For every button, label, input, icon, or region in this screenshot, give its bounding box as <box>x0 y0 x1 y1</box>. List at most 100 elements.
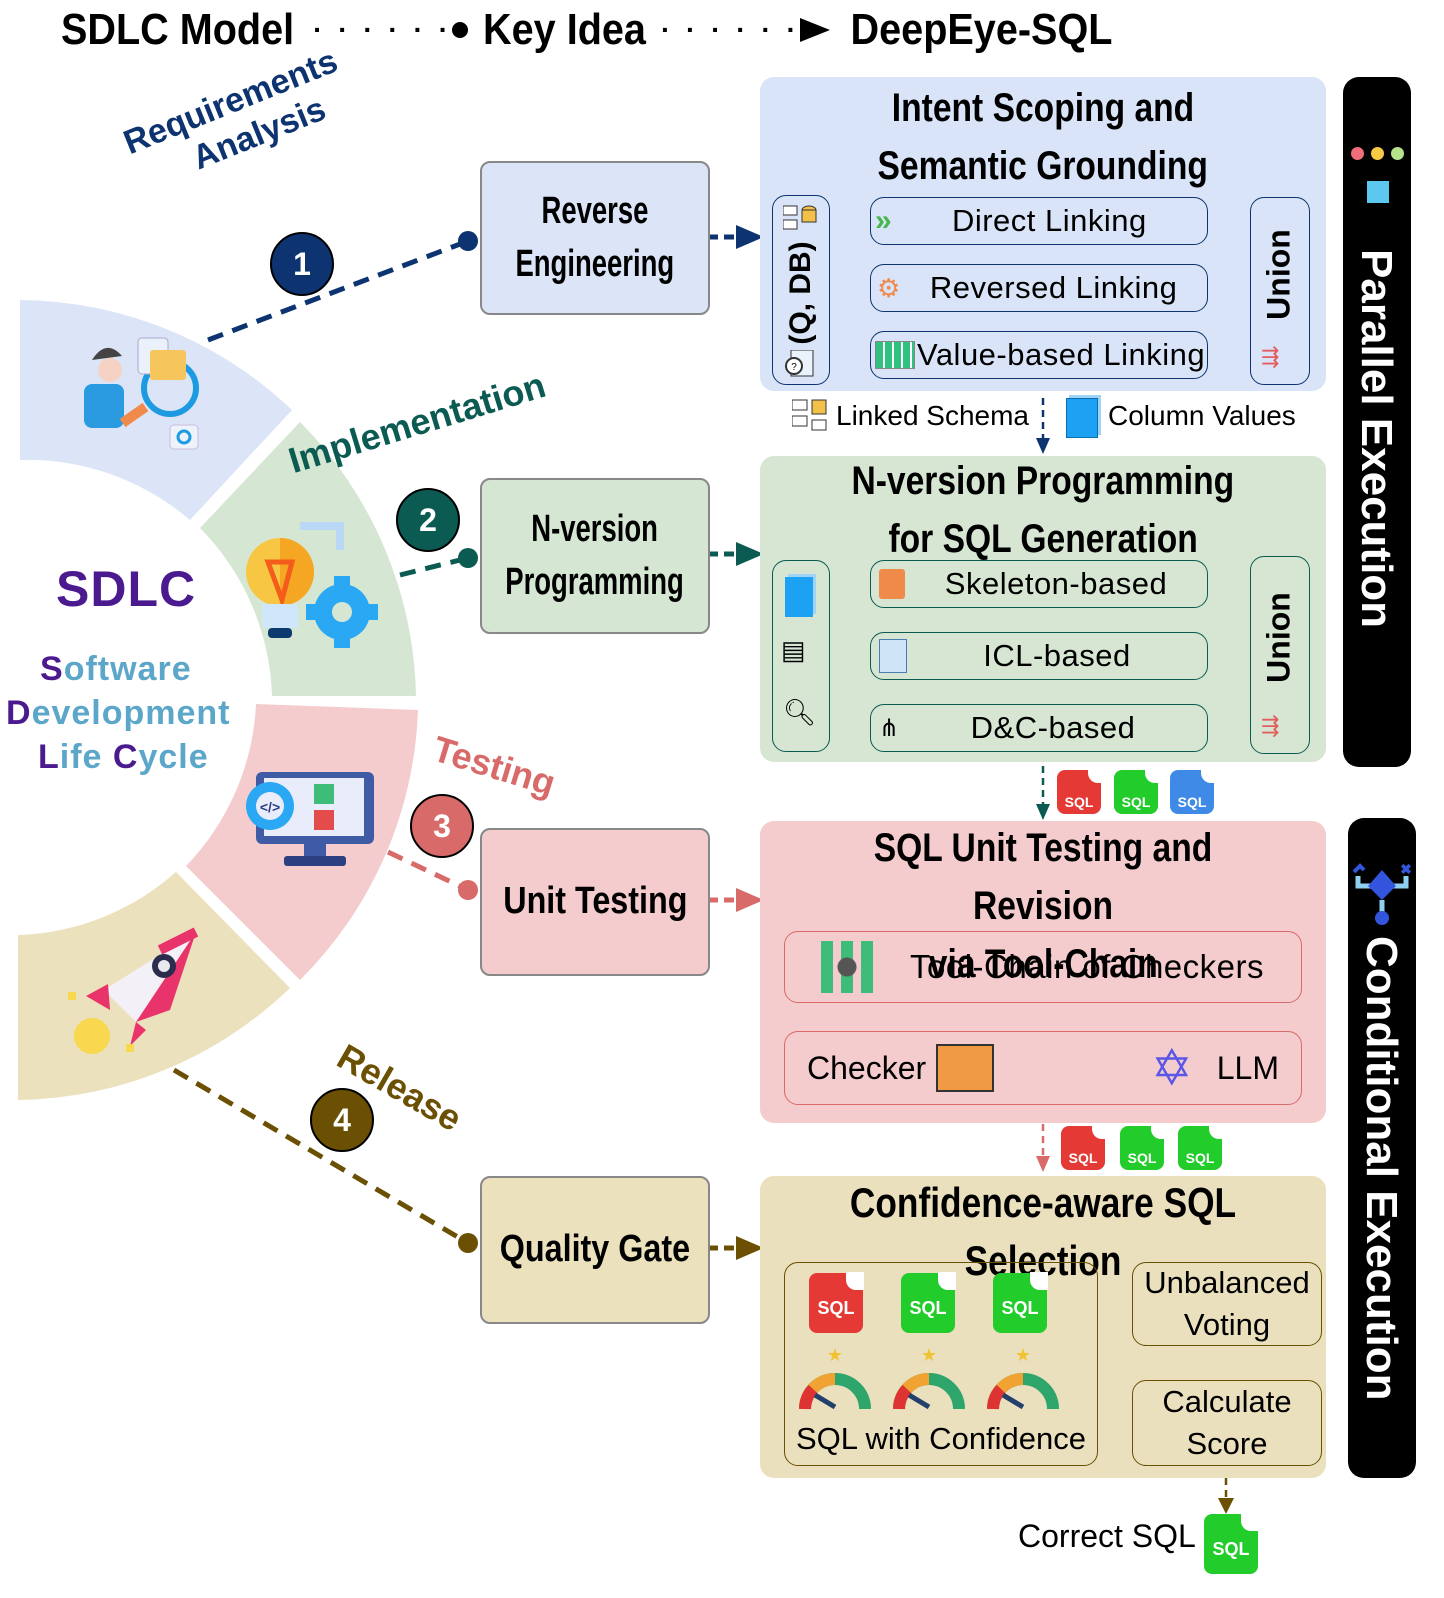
sql-with-confidence-label: SQL with Confidence <box>795 1421 1087 1456</box>
dotted-connector-circle: · · · · · · <box>313 14 468 46</box>
window-dot-yellow-icon <box>1371 147 1384 160</box>
svg-text:★: ★ <box>921 1345 937 1365</box>
union-box-intent: Union ⇶ <box>1250 197 1310 385</box>
sql-candidate-icon: SQL <box>1114 769 1159 814</box>
connector-stage-2 <box>399 555 469 578</box>
llm-label: LLM <box>1216 1049 1279 1086</box>
sql-revised-icon: SQL <box>1061 1125 1106 1170</box>
sql-candidate-icon: SQL <box>1057 769 1102 814</box>
llm-logo-icon: ✡ <box>1150 1040 1193 1096</box>
header-deepeye-sql: DeepEye-SQL <box>850 5 1113 54</box>
sql-candidate-icon: SQL <box>901 1272 956 1333</box>
arrow-head-2 <box>736 542 764 566</box>
merge-icon: ⇶ <box>1261 344 1280 369</box>
column-values-icon <box>785 577 813 617</box>
arrow-head-4 <box>736 1236 764 1260</box>
svg-text:✖: ✖ <box>1400 861 1412 877</box>
table-grid-icon <box>875 341 915 369</box>
lightbulb-gear-icon <box>246 522 378 648</box>
input-context-box: ▤ 🔍︎ <box>772 560 830 752</box>
question-document-icon: ? <box>785 349 815 378</box>
connector-end-4 <box>458 1233 478 1253</box>
parallel-execution-label: Parallel Execution <box>1352 249 1401 629</box>
sdlc-line-software: Software <box>40 650 192 688</box>
question-document-icon: 🔍︎ <box>783 697 817 727</box>
diagram-header: SDLC Model · · · · · · Key Idea · · · · … <box>48 2 1127 58</box>
conditional-branch-icon: ✖ <box>1352 861 1412 925</box>
connector-end-3 <box>458 880 478 900</box>
window-dot-green-icon <box>1391 147 1404 160</box>
tree-hierarchy-icon: ⋔ <box>879 714 900 742</box>
checker-grid-gear-icon <box>821 941 873 993</box>
sql-candidate-icon: SQL <box>993 1272 1048 1333</box>
connector-end-1 <box>458 231 478 251</box>
toolbox-icon <box>936 1044 995 1092</box>
sql-candidate-icon: SQL <box>1170 769 1215 814</box>
sql-with-confidence-box: SQL SQL SQL ★ ★ ★ <box>784 1262 1098 1466</box>
input-q-db-box: (Q, DB) ? <box>772 195 830 385</box>
phase-box-quality-gate[interactable]: Quality Gate <box>480 1176 710 1324</box>
conditional-execution-bar: ✖ Conditional Execution <box>1348 818 1416 1478</box>
method-skeleton-based[interactable]: Skeleton-based <box>870 560 1208 608</box>
svg-text:</>: </> <box>260 799 280 815</box>
stage-badge-2: 2 <box>396 488 460 552</box>
connector-stage-3 <box>386 849 470 893</box>
linked-schema-icon <box>791 398 828 432</box>
linked-schema-icon: ▤ <box>781 635 806 665</box>
method-reversed-linking[interactable]: ⚙ Reversed Linking <box>870 264 1208 312</box>
dotted-connector-arrow: · · · · · · <box>661 14 830 46</box>
window-dot-red-icon <box>1351 147 1364 160</box>
gear-cycle-icon: ⚙ <box>877 272 901 303</box>
connector-end-2 <box>458 548 478 568</box>
database-schema-icon <box>782 204 817 234</box>
svg-text:★: ★ <box>827 1345 843 1365</box>
parallel-execution-bar: Parallel Execution <box>1343 77 1411 767</box>
connector-stage-1 <box>207 238 469 343</box>
connector-stage-4 <box>172 1067 470 1246</box>
phase-to-panel-arrows <box>708 234 738 1251</box>
sql-candidate-icon: SQL <box>809 1272 864 1333</box>
header-sdlc-model: SDLC Model <box>60 5 295 54</box>
monitor-code-check-icon: </> <box>246 772 374 866</box>
union-box-nversion: Union ⇶ <box>1250 556 1310 754</box>
toolchain-of-checkers[interactable]: Tool-Chain of Checkers <box>784 931 1302 1003</box>
clipboard-target-icon <box>879 569 905 599</box>
confidence-gauge-icon: ★ <box>799 1345 871 1410</box>
sdlc-title: SDLC <box>56 561 197 617</box>
output-column-values: Column Values <box>1108 400 1296 431</box>
window-square-icon <box>1367 181 1389 203</box>
method-icl-based[interactable]: ICL-based <box>870 632 1208 680</box>
sql-revised-icon: SQL <box>1120 1125 1165 1170</box>
stage-badge-3: 3 <box>410 794 474 858</box>
method-dc-based[interactable]: ⋔ D&C-based <box>870 704 1208 752</box>
confidence-gauge-icon: ★ <box>987 1345 1059 1410</box>
svg-text:?: ? <box>791 362 797 373</box>
requirements-analyst-icon <box>84 337 199 450</box>
correct-sql-icon: SQL <box>1204 1513 1259 1574</box>
stage-badge-4: 4 <box>310 1088 374 1152</box>
confidence-gauges: ★ ★ ★ <box>799 1345 1059 1410</box>
phase-box-unit-testing[interactable]: Unit Testing <box>480 828 710 976</box>
correct-sql-label: Correct SQL <box>1018 1518 1196 1554</box>
svg-text:★: ★ <box>1015 1345 1031 1365</box>
sdlc-line-development: Development <box>6 694 231 732</box>
merge-icon: ⇶ <box>1261 713 1280 738</box>
rocket-icon <box>68 927 199 1054</box>
stage-badge-1: 1 <box>270 232 334 296</box>
stage-connectors <box>172 238 470 1246</box>
conditional-execution-label: Conditional Execution <box>1357 936 1406 1401</box>
header-key-idea: Key Idea <box>483 5 646 54</box>
method-value-based-linking[interactable]: Value-based Linking <box>870 331 1208 379</box>
method-direct-linking[interactable]: » Direct Linking <box>870 197 1208 245</box>
double-chevron-icon: » <box>875 204 892 237</box>
arrow-head-1 <box>736 225 764 249</box>
